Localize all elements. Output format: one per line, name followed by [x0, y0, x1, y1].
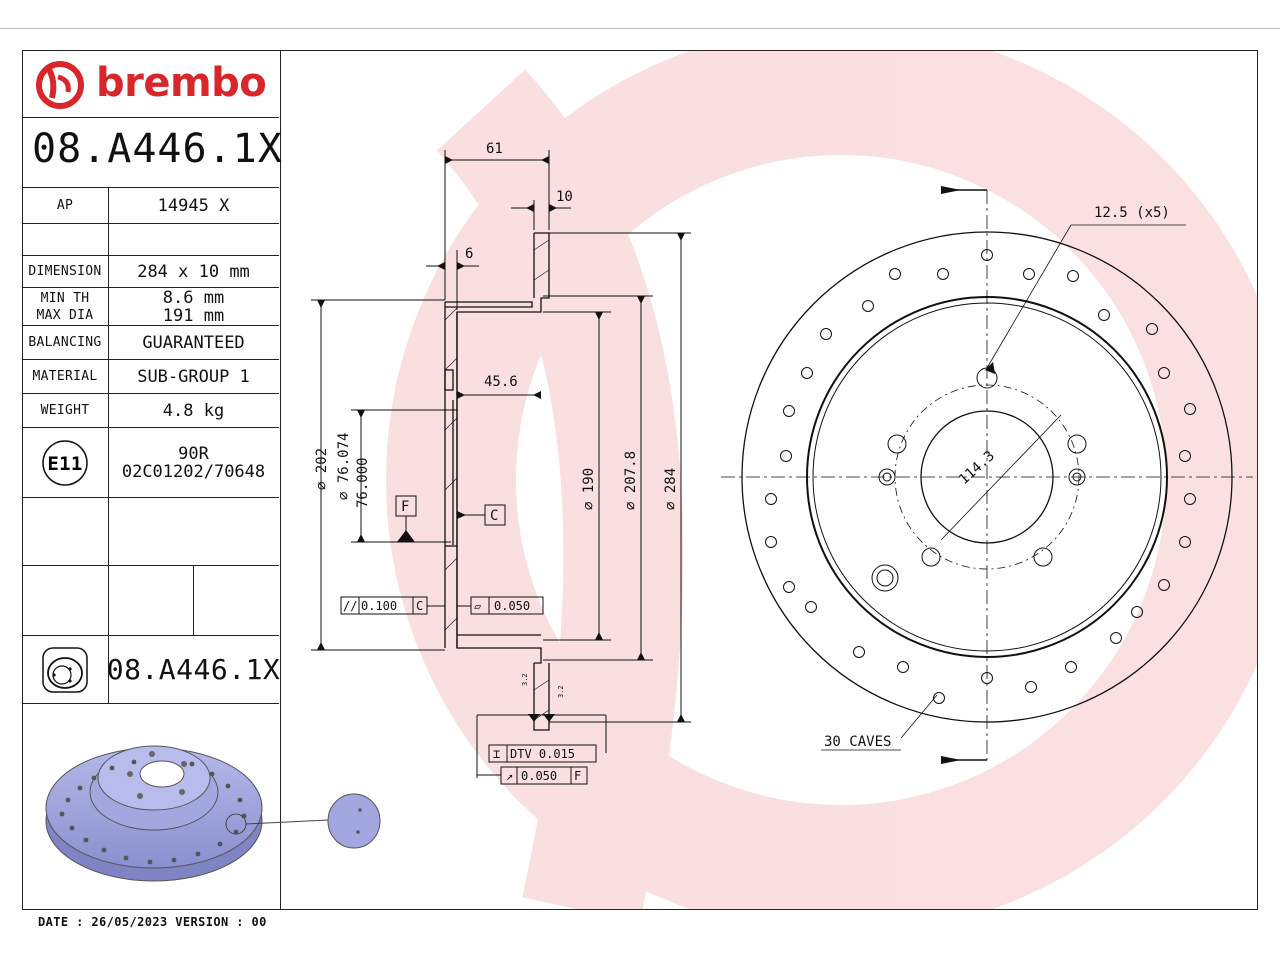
drawing-frame — [22, 50, 1258, 910]
brembo-watermark-icon — [386, 25, 1280, 935]
spec-row-min-max: MIN TH MAX DIA 8.6 mm 191 mm — [22, 288, 279, 326]
e11-cell: E11 — [22, 428, 109, 497]
blank-cell — [22, 566, 109, 635]
spec-value-line: 191 mm — [162, 305, 225, 326]
tol-parallel-ref: C — [416, 599, 423, 613]
dim-dia-76-074: ⌀ 76.074 — [336, 433, 352, 500]
datum-c: C — [490, 508, 498, 524]
part-icon-row: 08.A446.1X — [22, 636, 281, 704]
section-hatch — [444, 239, 550, 721]
dim-dia-76-000: 76.000 — [355, 457, 371, 508]
spec-label: BALANCING — [22, 326, 109, 359]
disc-front-view — [721, 189, 1253, 761]
dim-dia-190: ⌀ 190 — [581, 468, 597, 510]
tol-flatness: 0.050 — [494, 599, 530, 613]
spec-value: GUARANTEED — [142, 332, 245, 353]
spec-row-weight: WEIGHT 4.8 kg — [22, 394, 279, 428]
caves-callout: 30 CAVES — [824, 734, 891, 750]
cave-holes — [765, 249, 1196, 704]
homologation-line: 02C01202/70648 — [121, 461, 266, 482]
tol-parallel: 0.100 — [361, 599, 397, 613]
brembo-logo-icon — [36, 61, 84, 109]
blank-row — [22, 566, 279, 636]
ap-row: AP 14945 X — [22, 188, 279, 224]
homologation-code: 90R 02C01202/70648 — [108, 428, 279, 497]
spec-row-dimension: DIMENSION 284 x 10 mm — [22, 256, 279, 288]
tol-runout-ref: F — [574, 769, 581, 783]
part-number-row: 08.A446.1X — [22, 118, 282, 188]
spec-label: MATERIAL — [22, 360, 109, 393]
dim-6: 6 — [465, 246, 473, 262]
homologation-row: E11 90R 02C01202/70648 — [22, 428, 279, 498]
e11-mark-text: E11 — [47, 453, 82, 475]
logo-row: brembo — [22, 50, 279, 118]
dim-dia-202-value: 202 — [314, 448, 330, 473]
pcd-label: 114.3 — [956, 448, 998, 488]
spec-label-line: MIN TH — [40, 290, 90, 306]
arrow-heads — [317, 156, 995, 764]
spec-label-line: MAX DIA — [36, 307, 94, 323]
spec-label: WEIGHT — [22, 394, 109, 427]
cell-divider — [193, 566, 194, 635]
disc-3d-render — [45, 745, 381, 882]
blank-row — [22, 224, 279, 256]
homologation-line: 90R — [178, 443, 209, 464]
part-number: 08.A446.1X — [32, 126, 283, 172]
dtv-symbol: ⌶ — [493, 747, 500, 761]
date-version: DATE : 26/05/2023 VERSION : 00 — [38, 915, 267, 929]
ap-label: AP — [22, 188, 109, 223]
top-rule — [0, 28, 1280, 29]
dim-dia-284: ⌀ 284 — [663, 468, 679, 510]
spec-value: 284 x 10 mm — [137, 261, 250, 282]
dim-dia-284-value: 284 — [663, 468, 679, 493]
dim-61: 61 — [486, 141, 503, 157]
dim-dia-207-8: ⌀ 207.8 — [623, 451, 639, 510]
spec-value: 4.8 kg — [162, 400, 225, 421]
dim-10: 10 — [556, 189, 573, 205]
dim-45-6: 45.6 — [484, 374, 518, 390]
part-number-small: 08.A446.1X — [106, 652, 281, 686]
blank-row — [22, 498, 279, 566]
parallel-symbol: // — [343, 599, 357, 613]
tol-dtv: DTV 0.015 — [510, 747, 575, 761]
tol-runout: 0.050 — [521, 769, 557, 783]
drawing-canvas: 61 10 6 45.6 ⌀ 202 ⌀ 76.074 76.000 ⌀ 190… — [311, 25, 1280, 935]
roughness-left: 3.2 — [521, 673, 529, 686]
e11-mark-icon: E11 — [42, 439, 88, 486]
dim-dia-202: ⌀ 202 — [314, 448, 330, 490]
dim-dia-76-074-value: 76.074 — [336, 433, 352, 484]
datum-f: F — [401, 499, 409, 515]
blank-cell — [22, 498, 109, 565]
render-area — [22, 704, 381, 910]
technical-drawing: 61 10 6 45.6 ⌀ 202 ⌀ 76.074 76.000 ⌀ 190… — [281, 25, 1280, 935]
dim-dia-207-8-value: 207.8 — [623, 451, 639, 493]
spec-value: SUB-GROUP 1 — [137, 366, 250, 387]
runout-symbol: ↗ — [506, 769, 513, 783]
disc-section-profile — [444, 232, 550, 731]
blank-cell — [22, 224, 109, 255]
title-block: brembo 08.A446.1X AP 14945 X DIMENSION 2… — [22, 50, 381, 910]
brand-name: brembo — [96, 60, 267, 106]
spec-label: DIMENSION — [22, 256, 109, 287]
dim-dia-190-value: 190 — [581, 468, 597, 493]
ap-value: 14945 X — [157, 195, 230, 216]
roughness-right: 3.2 — [557, 685, 565, 698]
spec-value: 8.6 mm 191 mm — [108, 288, 279, 325]
hole-callout: 12.5 (x5) — [1094, 205, 1170, 221]
disc-icon-cell — [22, 636, 109, 703]
disc-section-icon — [42, 646, 88, 693]
spec-value-line: 8.6 mm — [162, 287, 225, 308]
spec-label: MIN TH MAX DIA — [22, 288, 109, 325]
flatness-symbol: ▱ — [474, 599, 482, 613]
spec-row-material: MATERIAL SUB-GROUP 1 — [22, 360, 279, 394]
spec-row-balancing: BALANCING GUARANTEED — [22, 326, 279, 360]
